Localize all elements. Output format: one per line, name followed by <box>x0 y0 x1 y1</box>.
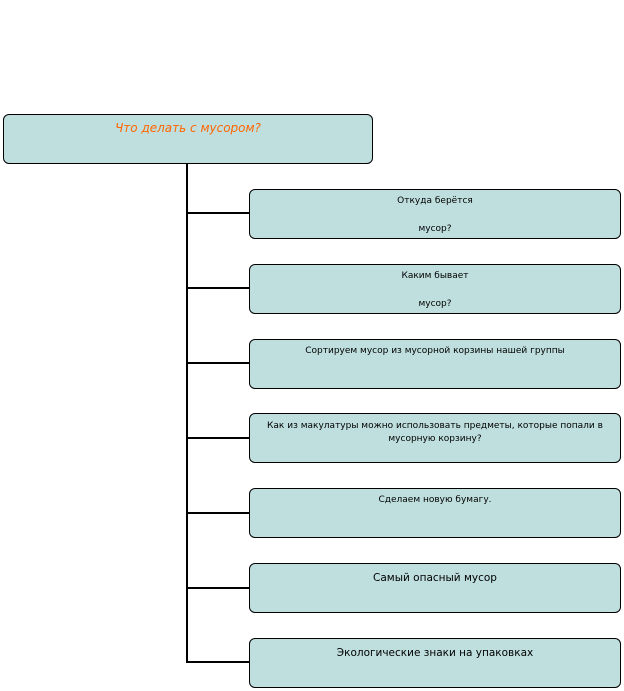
branch-connector-1 <box>186 212 249 214</box>
child-node-1-line2: мусор? <box>418 223 452 234</box>
child-node-5-text: Сделаем новую бумагу. <box>378 495 492 505</box>
branch-connector-5 <box>186 512 249 514</box>
child-node-2-line1: Каким бывает <box>401 271 469 281</box>
child-node-2-line2: мусор? <box>418 298 452 309</box>
trunk-connector <box>186 164 188 662</box>
child-node-6: Самый опасный мусор <box>249 563 621 613</box>
child-node-1-line1: Откуда берётся <box>397 196 473 206</box>
child-node-7: Экологические знаки на упаковках <box>249 638 621 688</box>
child-node-4: Как из макулатуры можно использовать пре… <box>249 413 621 463</box>
child-node-2: Каким бывает мусор? <box>249 264 621 314</box>
child-node-5: Сделаем новую бумагу. <box>249 488 621 538</box>
child-node-3-text: Сортируем мусор из мусорной корзины наше… <box>305 346 565 356</box>
child-node-6-text: Самый опасный мусор <box>373 572 497 584</box>
child-node-4-text: Как из макулатуры можно использовать пре… <box>267 421 603 445</box>
branch-connector-4 <box>186 437 249 439</box>
child-node-7-text: Экологические знаки на упаковках <box>336 647 534 659</box>
root-title: Что делать с мусором? <box>115 121 261 135</box>
child-node-3: Сортируем мусор из мусорной корзины наше… <box>249 339 621 389</box>
root-node: Что делать с мусором? <box>3 114 373 164</box>
branch-connector-7 <box>186 661 249 663</box>
branch-connector-3 <box>186 362 249 364</box>
branch-connector-2 <box>186 287 249 289</box>
child-node-1: Откуда берётся мусор? <box>249 189 621 239</box>
branch-connector-6 <box>186 587 249 589</box>
